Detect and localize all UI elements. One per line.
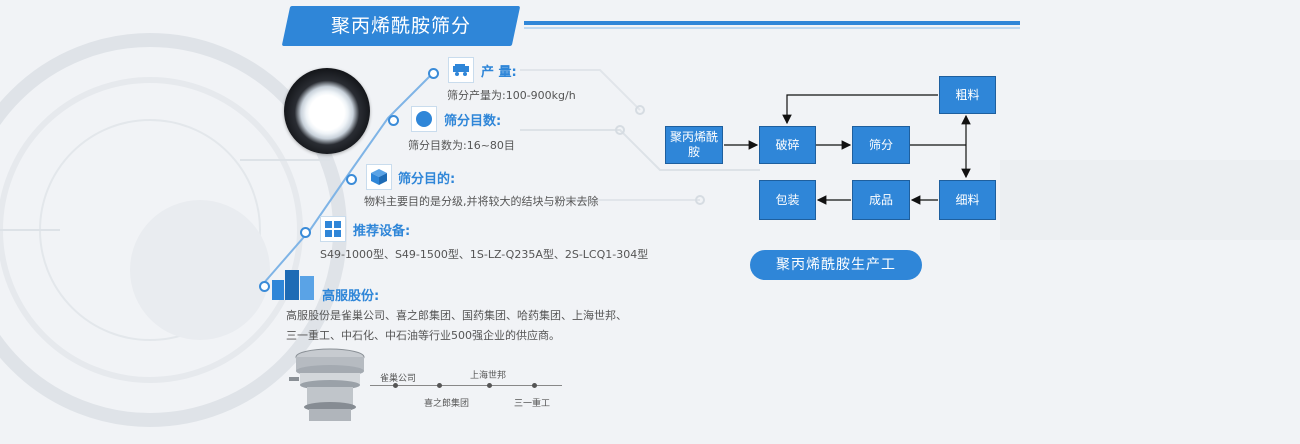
client-label: 上海世邦 (470, 371, 507, 381)
powder-image (284, 68, 370, 154)
timeline-line (262, 72, 434, 285)
section-title-output: 产 量: (481, 65, 517, 80)
timeline-dot (388, 115, 399, 126)
timeline-dot (428, 68, 439, 79)
flow-box-screen: 筛分 (852, 126, 910, 164)
client-label: 喜之郎集团 (424, 399, 470, 409)
client-timeline-line (370, 385, 562, 386)
truck-icon (448, 57, 474, 83)
page-title: 聚丙烯酰胺筛分 (330, 15, 471, 37)
section-title-company: 高服股份: (322, 289, 380, 304)
title-rule-thin (524, 27, 1020, 29)
circle-icon (411, 106, 437, 132)
section-desc-company-2: 三一重工、中石化、中石油等行业500强企业的供应商。 (286, 329, 560, 342)
client-dot (532, 383, 537, 388)
section-desc-mesh: 筛分目数为:16~80目 (408, 139, 515, 152)
process-label-button[interactable]: 聚丙烯酰胺生产工 (750, 250, 922, 280)
client-dot (487, 383, 492, 388)
client-label: 三一重工 (514, 399, 551, 409)
flow-box-start: 聚丙烯酰胺 (665, 126, 723, 164)
flow-box-crush: 破碎 (759, 126, 816, 164)
title-rule (524, 21, 1020, 25)
flow-box-pack: 包装 (759, 180, 816, 220)
client-dot (393, 383, 398, 388)
section-title-mesh: 筛分目数: (444, 114, 502, 129)
section-title-equipment: 推荐设备: (353, 224, 411, 239)
cube-icon (366, 164, 392, 190)
timeline-dot (300, 227, 311, 238)
section-desc-company-1: 高服股份是雀巢公司、喜之郎集团、国药集团、哈药集团、上海世邦、 (286, 309, 627, 322)
flow-box-coarse: 粗料 (939, 76, 996, 114)
client-label: 雀巢公司 (380, 374, 417, 384)
section-desc-purpose: 物料主要目的是分级,并将较大的结块与粉末去除 (364, 195, 599, 208)
timeline-dot (259, 281, 270, 292)
sieve-machine-image (289, 348, 365, 421)
flow-box-fine: 细料 (939, 180, 996, 220)
flow-box-product: 成品 (852, 180, 910, 220)
section-desc-output: 筛分产量为:100-900kg/h (447, 89, 576, 102)
timeline-dot (346, 174, 357, 185)
section-title-purpose: 筛分目的: (398, 172, 456, 187)
client-dot (437, 383, 442, 388)
grid-icon (320, 216, 346, 242)
section-desc-equipment: S49-1000型、S49-1500型、1S-LZ-Q235A型、2S-LCQ1… (320, 248, 649, 261)
buildings-icon (272, 270, 316, 300)
